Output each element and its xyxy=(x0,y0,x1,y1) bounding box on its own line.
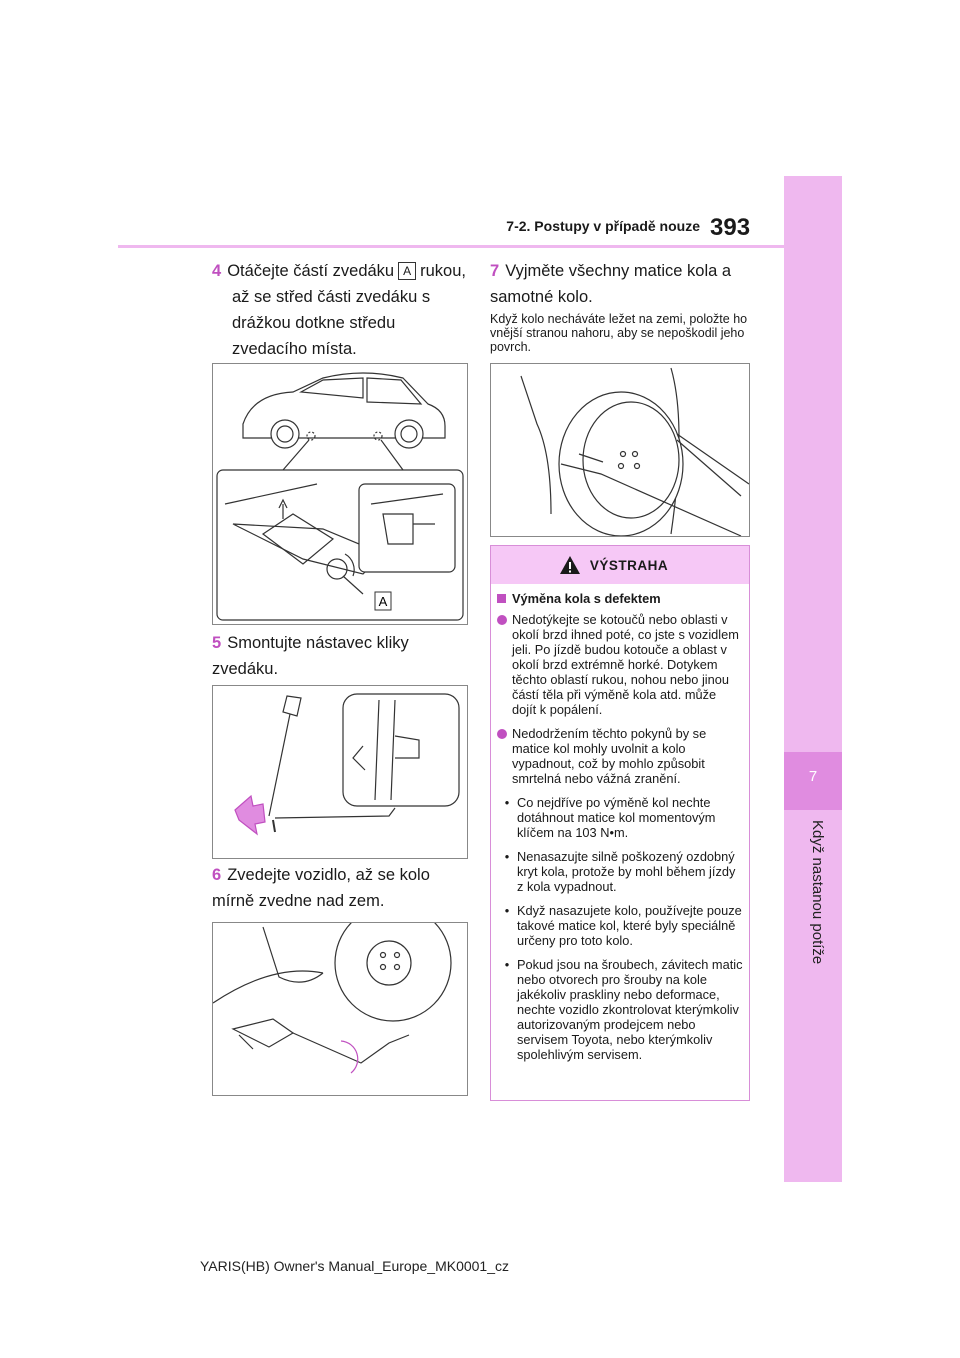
section-title: 7-2. Postupy v případě nouze xyxy=(506,218,700,234)
warning-dot-item: Nedotýkejte se kotoučů nebo oblasti v ok… xyxy=(497,612,743,717)
step-number: 6 xyxy=(212,866,222,884)
figure-jack-position: A xyxy=(212,363,468,625)
circle-bullet-icon xyxy=(497,729,507,739)
figure-removing-wheel xyxy=(490,363,750,537)
warning-bullet-item: •Nenasazujte silně poškozený ozdobný kry… xyxy=(497,849,743,894)
header-divider xyxy=(118,245,784,248)
warning-bullet-text: Co nejdříve po výměně kol nechte dotáhno… xyxy=(517,795,716,840)
step-text: Zvedejte vozidlo, až se kolo mírně zvedn… xyxy=(212,866,430,910)
warning-bullet-item: •Když nasazujete kolo, používejte pouze … xyxy=(504,903,742,948)
warning-bullet-text: Pokud jsou na šroubech, závitech matic n… xyxy=(517,957,743,1062)
warning-subhead-text: Výměna kola s defektem xyxy=(512,591,661,606)
warning-title: VÝSTRAHA xyxy=(589,558,669,573)
warning-box: VÝSTRAHA Výměna kola s defektem Nedotýke… xyxy=(490,545,750,1101)
step-number: 4 xyxy=(212,262,222,280)
warning-bullet-item: •Pokud jsou na šroubech, závitech matic … xyxy=(504,957,743,1062)
step-text: rukou, xyxy=(420,262,466,280)
step-text: Otáčejte částí zvedáku xyxy=(227,262,395,280)
jack-illustration: A xyxy=(216,372,464,621)
warning-dot-item: Nedodržením těchto pokynů by se matice k… xyxy=(497,726,743,786)
figure-callout-a: A xyxy=(379,594,388,609)
step-7-note: Když kolo necháváte ležet na zemi, polož… xyxy=(490,312,748,354)
step-text: Vyjměte všechny matice kola a samotné ko… xyxy=(490,262,732,306)
circle-bullet-icon xyxy=(497,615,507,625)
warning-dot-text: Nedotýkejte se kotoučů nebo oblasti v ok… xyxy=(512,612,739,717)
page-number: 393 xyxy=(710,214,751,241)
chapter-title: Když nastanou potíže xyxy=(809,820,826,965)
square-bullet-icon xyxy=(497,594,506,603)
figure-lifting-vehicle xyxy=(212,922,468,1096)
step-text: Smontujte nástavec kliky zvedáku. xyxy=(212,634,409,678)
step-text-cont: až se střed části zvedáku s drážkou dotk… xyxy=(232,288,431,358)
step-number: 7 xyxy=(490,262,500,280)
footer-manual-id: YARIS(HB) Owner's Manual_Europe_MK0001_c… xyxy=(200,1258,509,1274)
warning-triangle-icon xyxy=(560,556,580,574)
warning-header: VÝSTRAHA xyxy=(491,546,749,584)
warning-bullet-text: Když nasazujete kolo, používejte pouze t… xyxy=(517,903,742,948)
warning-dot-text: Nedodržením těchto pokynů by se matice k… xyxy=(512,726,707,786)
chapter-number-box xyxy=(784,752,842,810)
callout-label: A xyxy=(398,262,417,280)
warning-bullet-item: •Co nejdříve po výměně kol nechte dotáhn… xyxy=(497,795,743,840)
warning-subhead: Výměna kola s defektem xyxy=(497,591,743,606)
figure-handle-assembly xyxy=(212,685,468,859)
step-number: 5 xyxy=(212,634,222,652)
warning-bullet-text: Nenasazujte silně poškozený ozdobný kryt… xyxy=(517,849,736,894)
chapter-number: 7 xyxy=(808,768,818,785)
chapter-tab xyxy=(784,176,842,1182)
